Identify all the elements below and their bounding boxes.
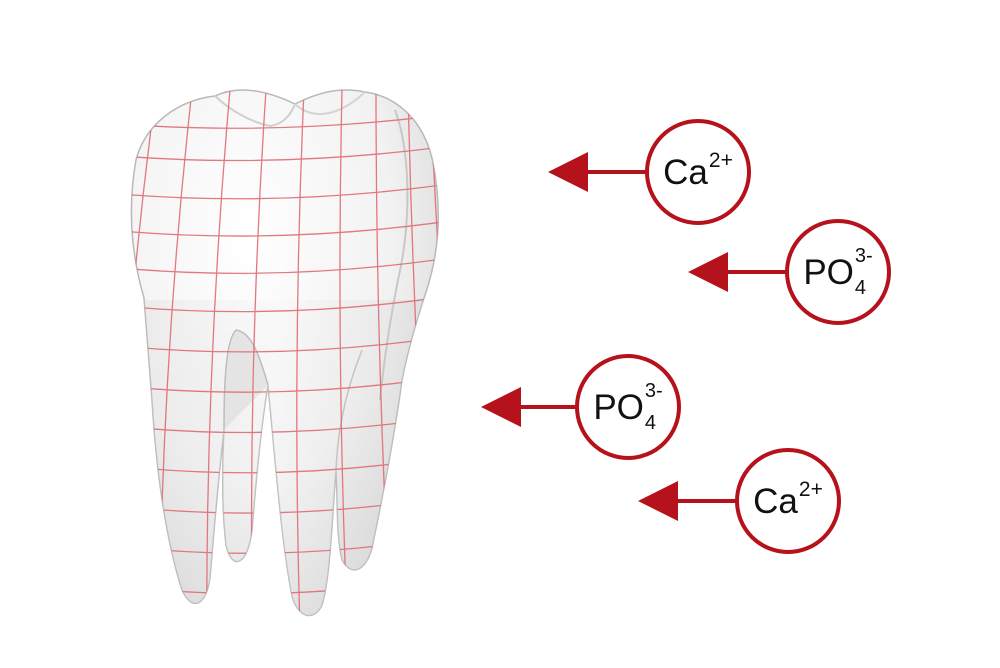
ion-symbol: PO	[593, 387, 644, 427]
arrow-4-icon	[638, 481, 745, 521]
arrow-1-icon	[548, 152, 655, 192]
grid-column-line	[296, 89, 305, 616]
ion-subscript: 4	[854, 277, 867, 299]
tooth-wireframe-grid	[131, 89, 439, 616]
ion-charge: 3-	[644, 380, 663, 402]
grid-row-line	[131, 183, 439, 200]
ion-symbol: PO	[803, 252, 854, 292]
ion-symbol: Ca	[663, 152, 708, 192]
ion-charge: 2+	[708, 148, 733, 172]
arrow-2-icon	[688, 252, 795, 292]
ion-symbol: Ca	[753, 481, 798, 521]
grid-row-line	[131, 257, 439, 274]
tooth-body	[130, 89, 440, 617]
grid-row-line	[131, 113, 439, 129]
grid-row-line	[131, 220, 439, 237]
grid-row-line	[131, 335, 439, 353]
grid-column-line	[339, 89, 349, 616]
ion-subscript: 4	[644, 412, 657, 434]
grid-row-line	[131, 295, 439, 313]
ion-charge: 2+	[798, 477, 823, 501]
grid-row-line	[131, 145, 439, 162]
grid-column-line	[131, 89, 157, 616]
arrow-3-icon	[481, 387, 585, 427]
ion-charge: 3-	[854, 245, 873, 267]
grid-column-line	[206, 89, 231, 616]
